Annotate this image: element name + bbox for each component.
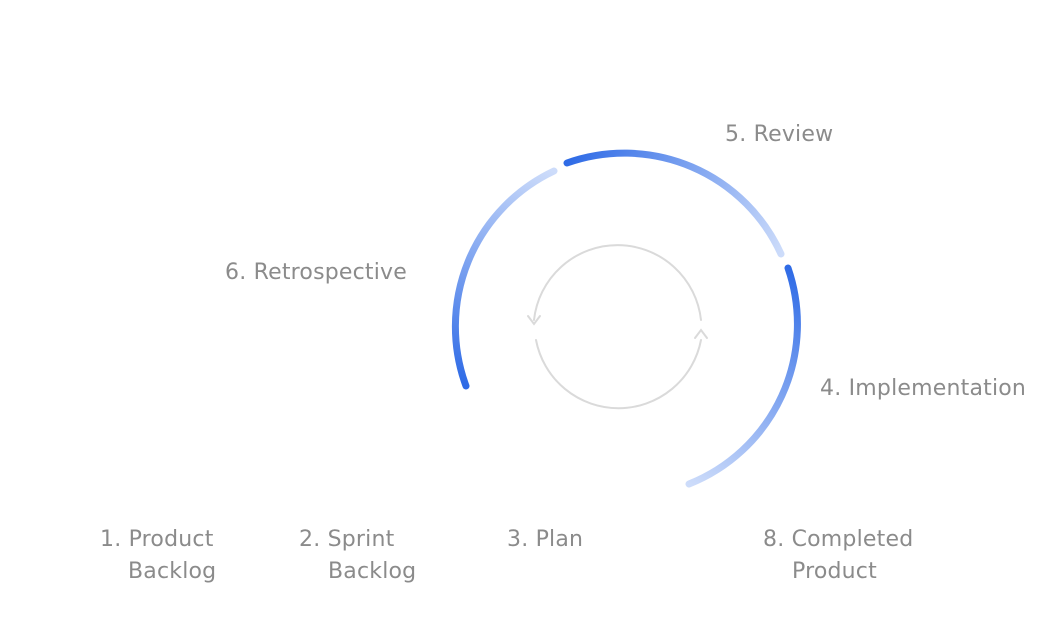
- stage-label-line1: 2. Sprint: [299, 527, 395, 552]
- stage-label-line2: Backlog: [328, 559, 417, 584]
- stage-label-review: 5. Review: [725, 119, 833, 151]
- stage-label-retrospective: 6. Retrospective: [225, 257, 407, 289]
- cycle-arrows-icon: [527, 244, 708, 410]
- stage-label-line1: 5. Review: [725, 122, 834, 147]
- stage-label-line1: 3. Plan: [507, 527, 584, 552]
- stage-label-product-backlog: 1. Product Backlog: [100, 524, 216, 588]
- stage-label-line1: 4. Implementation: [820, 376, 1027, 401]
- arc-retrospective: [451, 167, 558, 390]
- stage-label-line1: 8. Completed: [763, 527, 914, 552]
- stage-label-completed-product: 8. Completed Product: [763, 524, 913, 588]
- arc-implementation: [685, 264, 801, 488]
- stage-label-line2: Backlog: [128, 559, 217, 584]
- stage-label-line2: Product: [792, 559, 877, 584]
- arc-review: [563, 149, 785, 258]
- stage-label-line1: 6. Retrospective: [225, 260, 408, 285]
- stage-label-sprint-backlog: 2. Sprint Backlog: [299, 524, 416, 588]
- stage-label-plan: 3. Plan: [507, 524, 583, 556]
- stage-label-implementation: 4. Implementation: [820, 373, 1026, 405]
- stage-label-line1: 1. Product: [100, 527, 214, 552]
